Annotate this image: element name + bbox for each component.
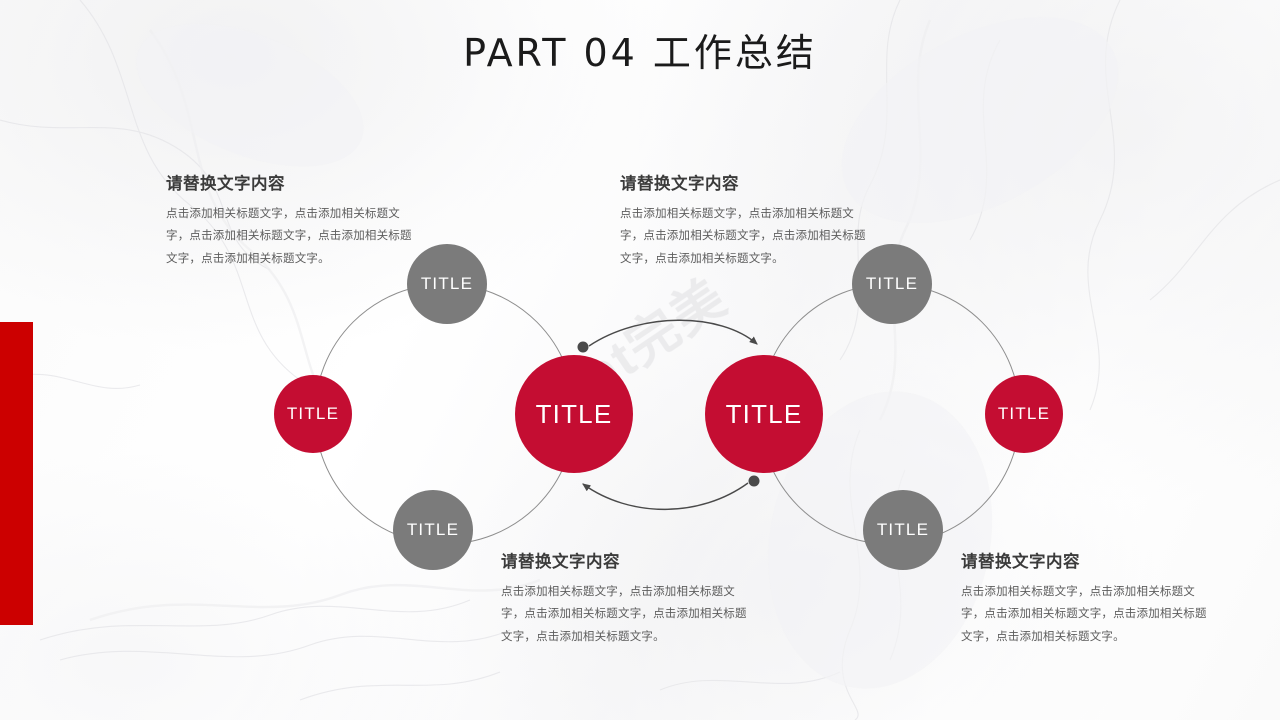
node-label: TITLE (876, 520, 930, 539)
node-left-ring-bottom[interactable]: TITLE (393, 490, 473, 570)
node-label: TITLE (725, 398, 803, 429)
node-right-ring-bottom[interactable]: TITLE (863, 490, 943, 570)
node-label: TITLE (286, 404, 340, 423)
left-accent-bar (0, 322, 33, 625)
textblock-body: 点击添加相关标题文字，点击添加相关标题文字，点击添加相关标题文字，点击添加相关标… (166, 208, 412, 265)
node-right-ring-left[interactable]: TITLE (705, 355, 823, 473)
textblock-body: 点击添加相关标题文字，点击添加相关标题文字，点击添加相关标题文字，点击添加相关标… (501, 586, 747, 643)
node-left-ring-top[interactable]: TITLE (407, 244, 487, 324)
textblock-heading: 请替换文字内容 (166, 175, 285, 193)
textblock-top-right: 请替换文字内容 点击添加相关标题文字，点击添加相关标题文字，点击添加相关标题文字… (620, 170, 870, 270)
textblock-body: 点击添加相关标题文字，点击添加相关标题文字，点击添加相关标题文字，点击添加相关标… (620, 208, 866, 265)
node-label: TITLE (997, 404, 1051, 423)
arrow-bottom (582, 475, 760, 511)
textblock-bottom-left: 请替换文字内容 点击添加相关标题文字，点击添加相关标题文字，点击添加相关标题文字… (501, 548, 751, 648)
textblock-bottom-right: 请替换文字内容 点击添加相关标题文字，点击添加相关标题文字，点击添加相关标题文字… (961, 548, 1211, 648)
node-left-ring-right[interactable]: TITLE (515, 355, 633, 473)
textblock-top-left: 请替换文字内容 点击添加相关标题文字，点击添加相关标题文字，点击添加相关标题文字… (166, 170, 416, 270)
arrow-top (577, 319, 758, 353)
node-label: TITLE (865, 274, 919, 293)
node-label: TITLE (535, 398, 613, 429)
node-right-ring-top[interactable]: TITLE (852, 244, 932, 324)
textblock-heading: 请替换文字内容 (620, 175, 739, 193)
page-title: PART 04 工作总结 (463, 31, 817, 75)
node-label: TITLE (406, 520, 460, 539)
textblock-heading: 请替换文字内容 (961, 553, 1080, 571)
node-left-ring-left[interactable]: TITLE (274, 375, 352, 453)
node-right-ring-right[interactable]: TITLE (985, 375, 1063, 453)
node-label: TITLE (420, 274, 474, 293)
textblock-body: 点击添加相关标题文字，点击添加相关标题文字，点击添加相关标题文字，点击添加相关标… (961, 586, 1207, 643)
textblock-heading: 请替换文字内容 (501, 553, 620, 571)
